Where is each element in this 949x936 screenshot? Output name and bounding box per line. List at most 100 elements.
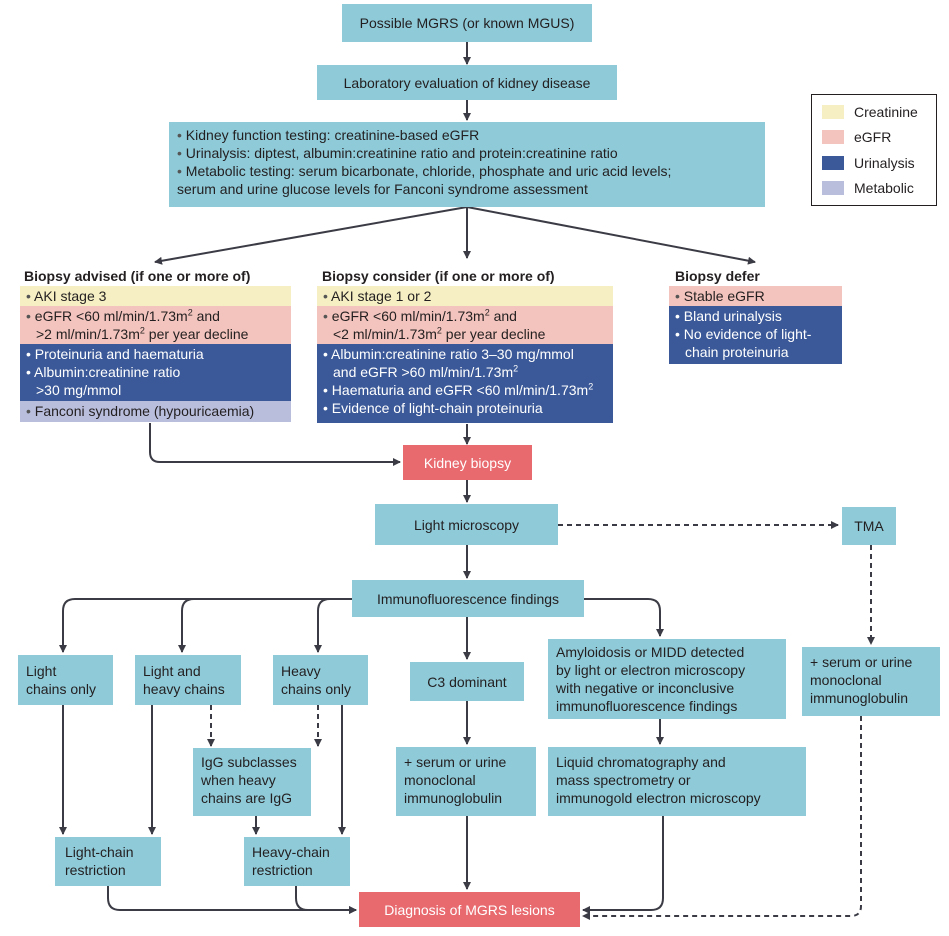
igg-subclasses-line1: IgG subclasses bbox=[201, 754, 297, 770]
consider-creatinine-band: AKI stage 1 or 2 bbox=[317, 286, 613, 306]
biopsy-consider-heading: Biopsy consider (if one or more of) bbox=[322, 268, 555, 284]
defer-no-light-chain-cont: chain proteinuria bbox=[685, 344, 789, 360]
light-microscopy-box: Light microscopy bbox=[375, 504, 558, 545]
advised-metabolic-band: Fanconi syndrome (hypouricaemia) bbox=[20, 401, 291, 422]
light-microscopy-label: Light microscopy bbox=[413, 516, 520, 533]
defer-urinalysis-band: Bland urinalysis No evidence of light- c… bbox=[669, 306, 842, 364]
consider-light-chain: Evidence of light-chain proteinuria bbox=[323, 399, 607, 417]
arrow-lcms-to-diag bbox=[582, 816, 664, 914]
c3-dominant-label: C3 dominant bbox=[427, 673, 507, 690]
heavy-chain-restriction-box: Heavy-chain restriction bbox=[244, 837, 350, 886]
heavy-chain-restriction-line1: Heavy-chain bbox=[252, 844, 330, 860]
igg-subclasses-box: IgG subclasses when heavy chains are IgG bbox=[193, 748, 311, 816]
heavy-chains-only-line2: chains only bbox=[281, 681, 352, 697]
tests-box: Kidney function testing: creatinine-base… bbox=[169, 122, 765, 207]
c3-monoclonal-line3: immunoglobulin bbox=[404, 790, 503, 806]
advised-egfr-band: eGFR <60 ml/min/1.73m2 and >2 ml/min/1.7… bbox=[20, 306, 291, 344]
test-metabolic: Metabolic testing: serum bicarbonate, ch… bbox=[177, 162, 757, 180]
legend-swatch-egfr bbox=[822, 130, 844, 144]
possible-mgrs-label: Possible MGRS (or known MGUS) bbox=[359, 15, 575, 31]
lcms-line1: Liquid chromatography and bbox=[556, 754, 726, 770]
consider-egfr-line1: eGFR <60 ml/min/1.73m2 and bbox=[323, 307, 607, 325]
advised-creatinine-band: AKI stage 3 bbox=[20, 286, 291, 306]
arrow-if-to-light-heavy bbox=[178, 598, 352, 653]
legend-label-egfr: eGFR bbox=[854, 129, 892, 145]
lcms-box: Liquid chromatography and mass spectrome… bbox=[548, 747, 806, 816]
light-chain-restriction-box: Light-chain restriction bbox=[55, 837, 161, 886]
light-chain-restriction-line2: restriction bbox=[65, 862, 126, 878]
arrow-tests-to-defer bbox=[466, 206, 756, 265]
test-urinalysis: Urinalysis: diptest, albumin:creatinine … bbox=[177, 144, 757, 162]
consider-albumin-ratio-egfr: and eGFR >60 ml/min/1.73m2 bbox=[333, 363, 519, 380]
legend-label-creatinine: Creatinine bbox=[854, 104, 918, 120]
igg-subclasses-line2: when heavy bbox=[201, 772, 276, 788]
lcms-line3: immunogold electron microscopy bbox=[556, 790, 761, 806]
arrow-tests-to-advised bbox=[154, 206, 468, 265]
light-heavy-chains-line1: Light and bbox=[143, 663, 201, 679]
light-chains-only-box: Light chains only bbox=[18, 655, 113, 705]
amyloidosis-line1: Amyloidosis or MIDD detected bbox=[556, 644, 745, 660]
igg-subclasses-line3: chains are IgG bbox=[201, 790, 293, 806]
amyloidosis-line3: with negative or inconclusive bbox=[556, 680, 735, 696]
tma-monoclonal-box: + serum or urine monoclonal immunoglobul… bbox=[802, 647, 940, 716]
legend-item-egfr: eGFR bbox=[822, 128, 891, 146]
arrow-tmamono-to-diag bbox=[582, 716, 862, 920]
tma-label: TMA bbox=[854, 518, 884, 534]
amyloidosis-line4: immunofluorescence findings bbox=[556, 698, 738, 714]
defer-egfr-band: Stable eGFR bbox=[669, 286, 842, 306]
consider-urinalysis-band: Albumin:creatinine ratio 3–30 mg/mmol an… bbox=[317, 344, 613, 423]
light-chain-restriction-line1: Light-chain bbox=[65, 844, 134, 860]
consider-egfr-line2: <2 ml/min/1.73m2 per year decline bbox=[333, 325, 546, 342]
amyloidosis-line2: by light or electron microscopy bbox=[556, 662, 746, 678]
heavy-chains-only-box: Heavy chains only bbox=[273, 655, 368, 705]
c3-monoclonal-line2: monoclonal bbox=[404, 772, 476, 788]
amyloidosis-box: Amyloidosis or MIDD detected by light or… bbox=[548, 639, 786, 719]
c3-dominant-box: C3 dominant bbox=[410, 662, 524, 701]
consider-haematuria: Haematuria and eGFR <60 ml/min/1.73m2 bbox=[323, 381, 607, 399]
light-heavy-chains-box: Light and heavy chains bbox=[135, 655, 241, 705]
kidney-biopsy-label: Kidney biopsy bbox=[423, 454, 512, 471]
heavy-chain-restriction-line2: restriction bbox=[252, 862, 313, 878]
biopsy-advised-heading: Biopsy advised (if one or more of) bbox=[24, 268, 251, 284]
diagnosis-label: Diagnosis of MGRS lesions bbox=[384, 901, 555, 918]
arrow-advised-to-biopsy bbox=[149, 423, 401, 466]
light-chains-only-line1: Light bbox=[26, 663, 57, 679]
advised-fanconi: Fanconi syndrome (hypouricaemia) bbox=[26, 402, 285, 420]
light-heavy-chains-line2: heavy chains bbox=[143, 681, 225, 697]
arrow-hr-to-diag bbox=[295, 886, 357, 914]
immunofluorescence-box: Immunofluorescence findings bbox=[352, 580, 584, 617]
c3-monoclonal-box: + serum or urine monoclonal immunoglobul… bbox=[396, 747, 536, 816]
arrow-if-to-light-only bbox=[59, 598, 352, 653]
advised-albumin-ratio-value: >30 mg/mmol bbox=[36, 382, 122, 398]
advised-albumin-ratio: Albumin:creatinine ratio bbox=[26, 363, 285, 381]
lcms-line2: mass spectrometry or bbox=[556, 772, 691, 788]
arrow-lr-to-diag bbox=[107, 886, 357, 914]
tma-monoclonal-line3: immunoglobulin bbox=[810, 690, 909, 706]
consider-albumin-ratio: Albumin:creatinine ratio 3–30 mg/mmol bbox=[323, 345, 607, 363]
c3-monoclonal-line1: + serum or urine bbox=[404, 754, 507, 770]
test-kidney-function: Kidney function testing: creatinine-base… bbox=[177, 126, 757, 144]
tma-monoclonal-line2: monoclonal bbox=[810, 672, 882, 688]
legend: Creatinine eGFR Urinalysis Metabolic bbox=[811, 94, 937, 206]
legend-swatch-urinalysis bbox=[822, 156, 844, 170]
immunofluorescence-label: Immunofluorescence findings bbox=[376, 590, 560, 607]
legend-label-urinalysis: Urinalysis bbox=[854, 155, 915, 171]
tma-monoclonal-line1: + serum or urine bbox=[810, 654, 913, 670]
heavy-chains-only-line1: Heavy bbox=[281, 663, 321, 679]
advised-aki: AKI stage 3 bbox=[26, 287, 285, 305]
consider-aki: AKI stage 1 or 2 bbox=[323, 287, 607, 305]
legend-label-metabolic: Metabolic bbox=[854, 180, 914, 196]
test-metabolic-cont: serum and urine glucose levels for Fanco… bbox=[177, 181, 588, 197]
arrow-if-to-amyloid bbox=[584, 598, 664, 637]
legend-item-metabolic: Metabolic bbox=[822, 179, 914, 197]
biopsy-defer-heading: Biopsy defer bbox=[675, 268, 760, 284]
legend-swatch-metabolic bbox=[822, 181, 844, 195]
defer-stable-egfr: Stable eGFR bbox=[675, 287, 836, 305]
defer-bland-urinalysis: Bland urinalysis bbox=[675, 307, 836, 325]
legend-swatch-creatinine bbox=[822, 105, 844, 119]
advised-egfr-line2: >2 ml/min/1.73m2 per year decline bbox=[36, 325, 249, 342]
possible-mgrs-box: Possible MGRS (or known MGUS) bbox=[342, 4, 592, 42]
advised-proteinuria: Proteinuria and haematuria bbox=[26, 345, 285, 363]
legend-item-creatinine: Creatinine bbox=[822, 103, 918, 121]
